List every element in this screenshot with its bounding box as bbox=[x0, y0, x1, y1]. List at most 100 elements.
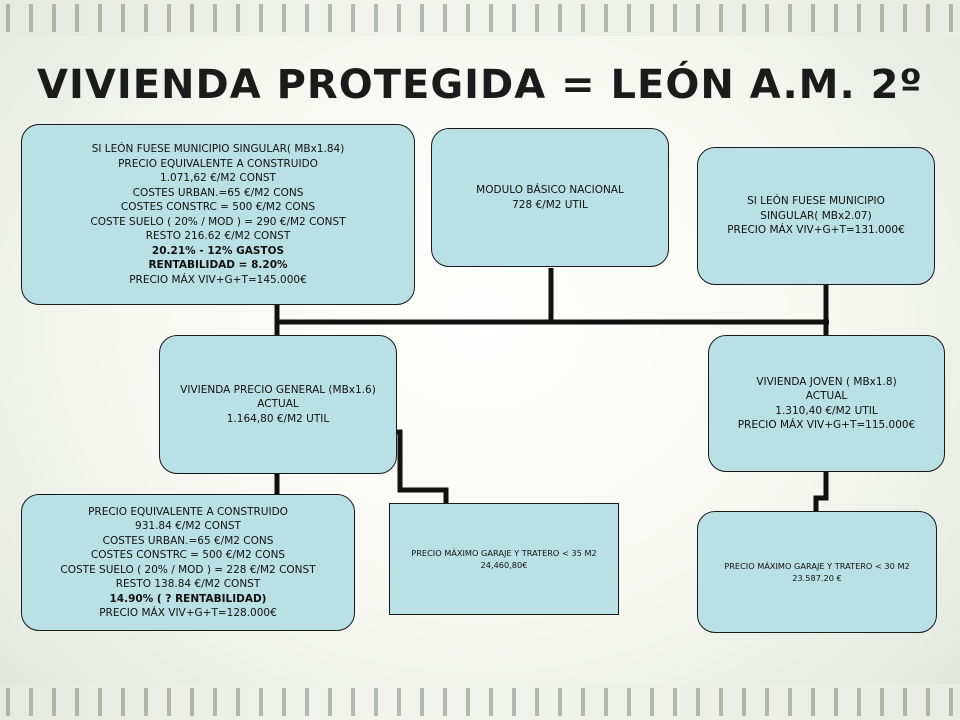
strip-bar bbox=[949, 4, 953, 32]
strip-bar bbox=[6, 688, 10, 716]
strip-bar bbox=[880, 4, 884, 32]
box-text-line: 931.84 €/M2 CONST bbox=[135, 520, 241, 532]
strip-bar bbox=[305, 688, 309, 716]
strip-bar bbox=[75, 688, 79, 716]
box-text-line: PRECIO EQUIVALENTE A CONSTRUIDO bbox=[118, 157, 318, 170]
box-text-line: PRECIO MÁX VIV+G+T=145.000€ bbox=[129, 273, 307, 286]
strip-bar bbox=[627, 4, 631, 32]
strip-bar bbox=[75, 4, 79, 32]
strip-bar bbox=[328, 4, 332, 32]
strip-bar bbox=[282, 688, 286, 716]
strip-bar bbox=[167, 4, 171, 32]
decorative-bottom-strip bbox=[0, 684, 960, 720]
strip-bar bbox=[466, 688, 470, 716]
strip-bar bbox=[788, 688, 792, 716]
strip-bar bbox=[52, 688, 56, 716]
box-text-line: 24,460,80€ bbox=[480, 560, 528, 570]
strip-bar bbox=[420, 688, 424, 716]
strip-bar bbox=[213, 688, 217, 716]
box-text-line: 1.071,62 €/M2 CONST bbox=[160, 172, 276, 184]
box-text-line: ACTUAL bbox=[257, 398, 299, 411]
strip-bar bbox=[650, 4, 654, 32]
strip-bar bbox=[673, 688, 677, 716]
strip-bar bbox=[880, 688, 884, 716]
box-text-line: 23.587.20 € bbox=[792, 573, 842, 583]
strip-bar bbox=[742, 4, 746, 32]
box-text-line: SI LEÓN FUESE MUNICIPIO bbox=[747, 195, 885, 208]
box-text-line: COSTE SUELO ( 20% / MOD ) = 228 €/M2 CON… bbox=[60, 563, 316, 576]
strip-bar bbox=[167, 688, 171, 716]
box-text-line: 1.310,40 €/M2 UTIL bbox=[775, 404, 878, 417]
box-precio-equivalente: PRECIO EQUIVALENTE A CONSTRUIDO 931.84 €/… bbox=[21, 494, 355, 631]
strip-bar bbox=[98, 4, 102, 32]
box-text-line: PRECIO EQUIVALENTE A CONSTRUIDO bbox=[88, 505, 288, 518]
strip-bar bbox=[144, 688, 148, 716]
strip-bar bbox=[673, 4, 677, 32]
strip-bar bbox=[512, 4, 516, 32]
strip-bar bbox=[282, 4, 286, 32]
box-text-line: 20.21% - 12% GASTOS bbox=[151, 244, 285, 257]
strip-bar bbox=[604, 688, 608, 716]
strip-bar bbox=[558, 688, 562, 716]
strip-bar bbox=[903, 688, 907, 716]
strip-bar bbox=[29, 688, 33, 716]
strip-bar bbox=[52, 4, 56, 32]
strip-bar bbox=[144, 4, 148, 32]
slide-title: VIVIENDA PROTEGIDA = LEÓN A.M. 2º bbox=[37, 62, 923, 108]
strip-bar bbox=[696, 4, 700, 32]
strip-bar bbox=[558, 4, 562, 32]
box-text-line: COSTES URBAN.=65 €/M2 CONS bbox=[132, 186, 304, 199]
strip-bar bbox=[121, 4, 125, 32]
strip-bar bbox=[305, 4, 309, 32]
box-text-line: COSTES CONSTRC = 500 €/M2 CONS bbox=[90, 549, 286, 561]
strip-bar bbox=[259, 688, 263, 716]
strip-bar bbox=[397, 688, 401, 716]
box-text-line: RESTO 138.84 €/M2 CONST bbox=[115, 578, 261, 590]
strip-bar bbox=[236, 688, 240, 716]
strip-bar bbox=[213, 4, 217, 32]
strip-bar bbox=[650, 688, 654, 716]
strip-bar bbox=[719, 688, 723, 716]
strip-bar bbox=[512, 688, 516, 716]
strip-bar bbox=[190, 688, 194, 716]
strip-bar bbox=[374, 4, 378, 32]
strip-bar bbox=[29, 4, 33, 32]
strip-bar bbox=[351, 688, 355, 716]
box-text-line: COSTE SUELO ( 20% / MOD ) = 290 €/M2 CON… bbox=[90, 215, 346, 228]
strip-bar bbox=[765, 688, 769, 716]
strip-bar bbox=[627, 688, 631, 716]
box-text-line: RESTO 216.62 €/M2 CONST bbox=[145, 230, 291, 242]
box-municipio-singular-184: SI LEÓN FUESE MUNICIPIO SINGULAR( MBx1.8… bbox=[21, 124, 415, 305]
box-text-line: COSTES URBAN.=65 €/M2 CONS bbox=[102, 534, 274, 547]
strip-bar bbox=[742, 688, 746, 716]
strip-bar bbox=[420, 4, 424, 32]
strip-bar bbox=[443, 688, 447, 716]
box-text-line: RENTABILIDAD = 8.20% bbox=[148, 259, 288, 271]
strip-bar bbox=[351, 4, 355, 32]
strip-bar bbox=[604, 4, 608, 32]
box-text-line: PRECIO MÁX VIV+G+T=131.000€ bbox=[727, 224, 905, 237]
box-text-line: PRECIO MÁX VIV+G+T=128.000€ bbox=[99, 607, 277, 619]
strip-bar bbox=[374, 688, 378, 716]
decorative-top-strip bbox=[0, 0, 960, 36]
strip-bar bbox=[535, 4, 539, 32]
box-text-line: 728 €/M2 UTIL bbox=[512, 198, 588, 211]
strip-bar bbox=[581, 688, 585, 716]
strip-bar bbox=[949, 688, 953, 716]
box-text-line: SI LEÓN FUESE MUNICIPIO SINGULAR( MBx1.8… bbox=[91, 143, 345, 155]
strip-bar bbox=[397, 4, 401, 32]
box-text-line: MODULO BÁSICO NACIONAL bbox=[476, 184, 624, 196]
strip-bar bbox=[719, 4, 723, 32]
strip-bar bbox=[903, 4, 907, 32]
strip-bar bbox=[926, 688, 930, 716]
strip-bar bbox=[581, 4, 585, 32]
connector-joven-garaje bbox=[813, 470, 829, 512]
box-text-line: VIVIENDA JOVEN ( MBx1.8) bbox=[756, 375, 897, 388]
strip-bar bbox=[98, 688, 102, 716]
strip-bar bbox=[788, 4, 792, 32]
